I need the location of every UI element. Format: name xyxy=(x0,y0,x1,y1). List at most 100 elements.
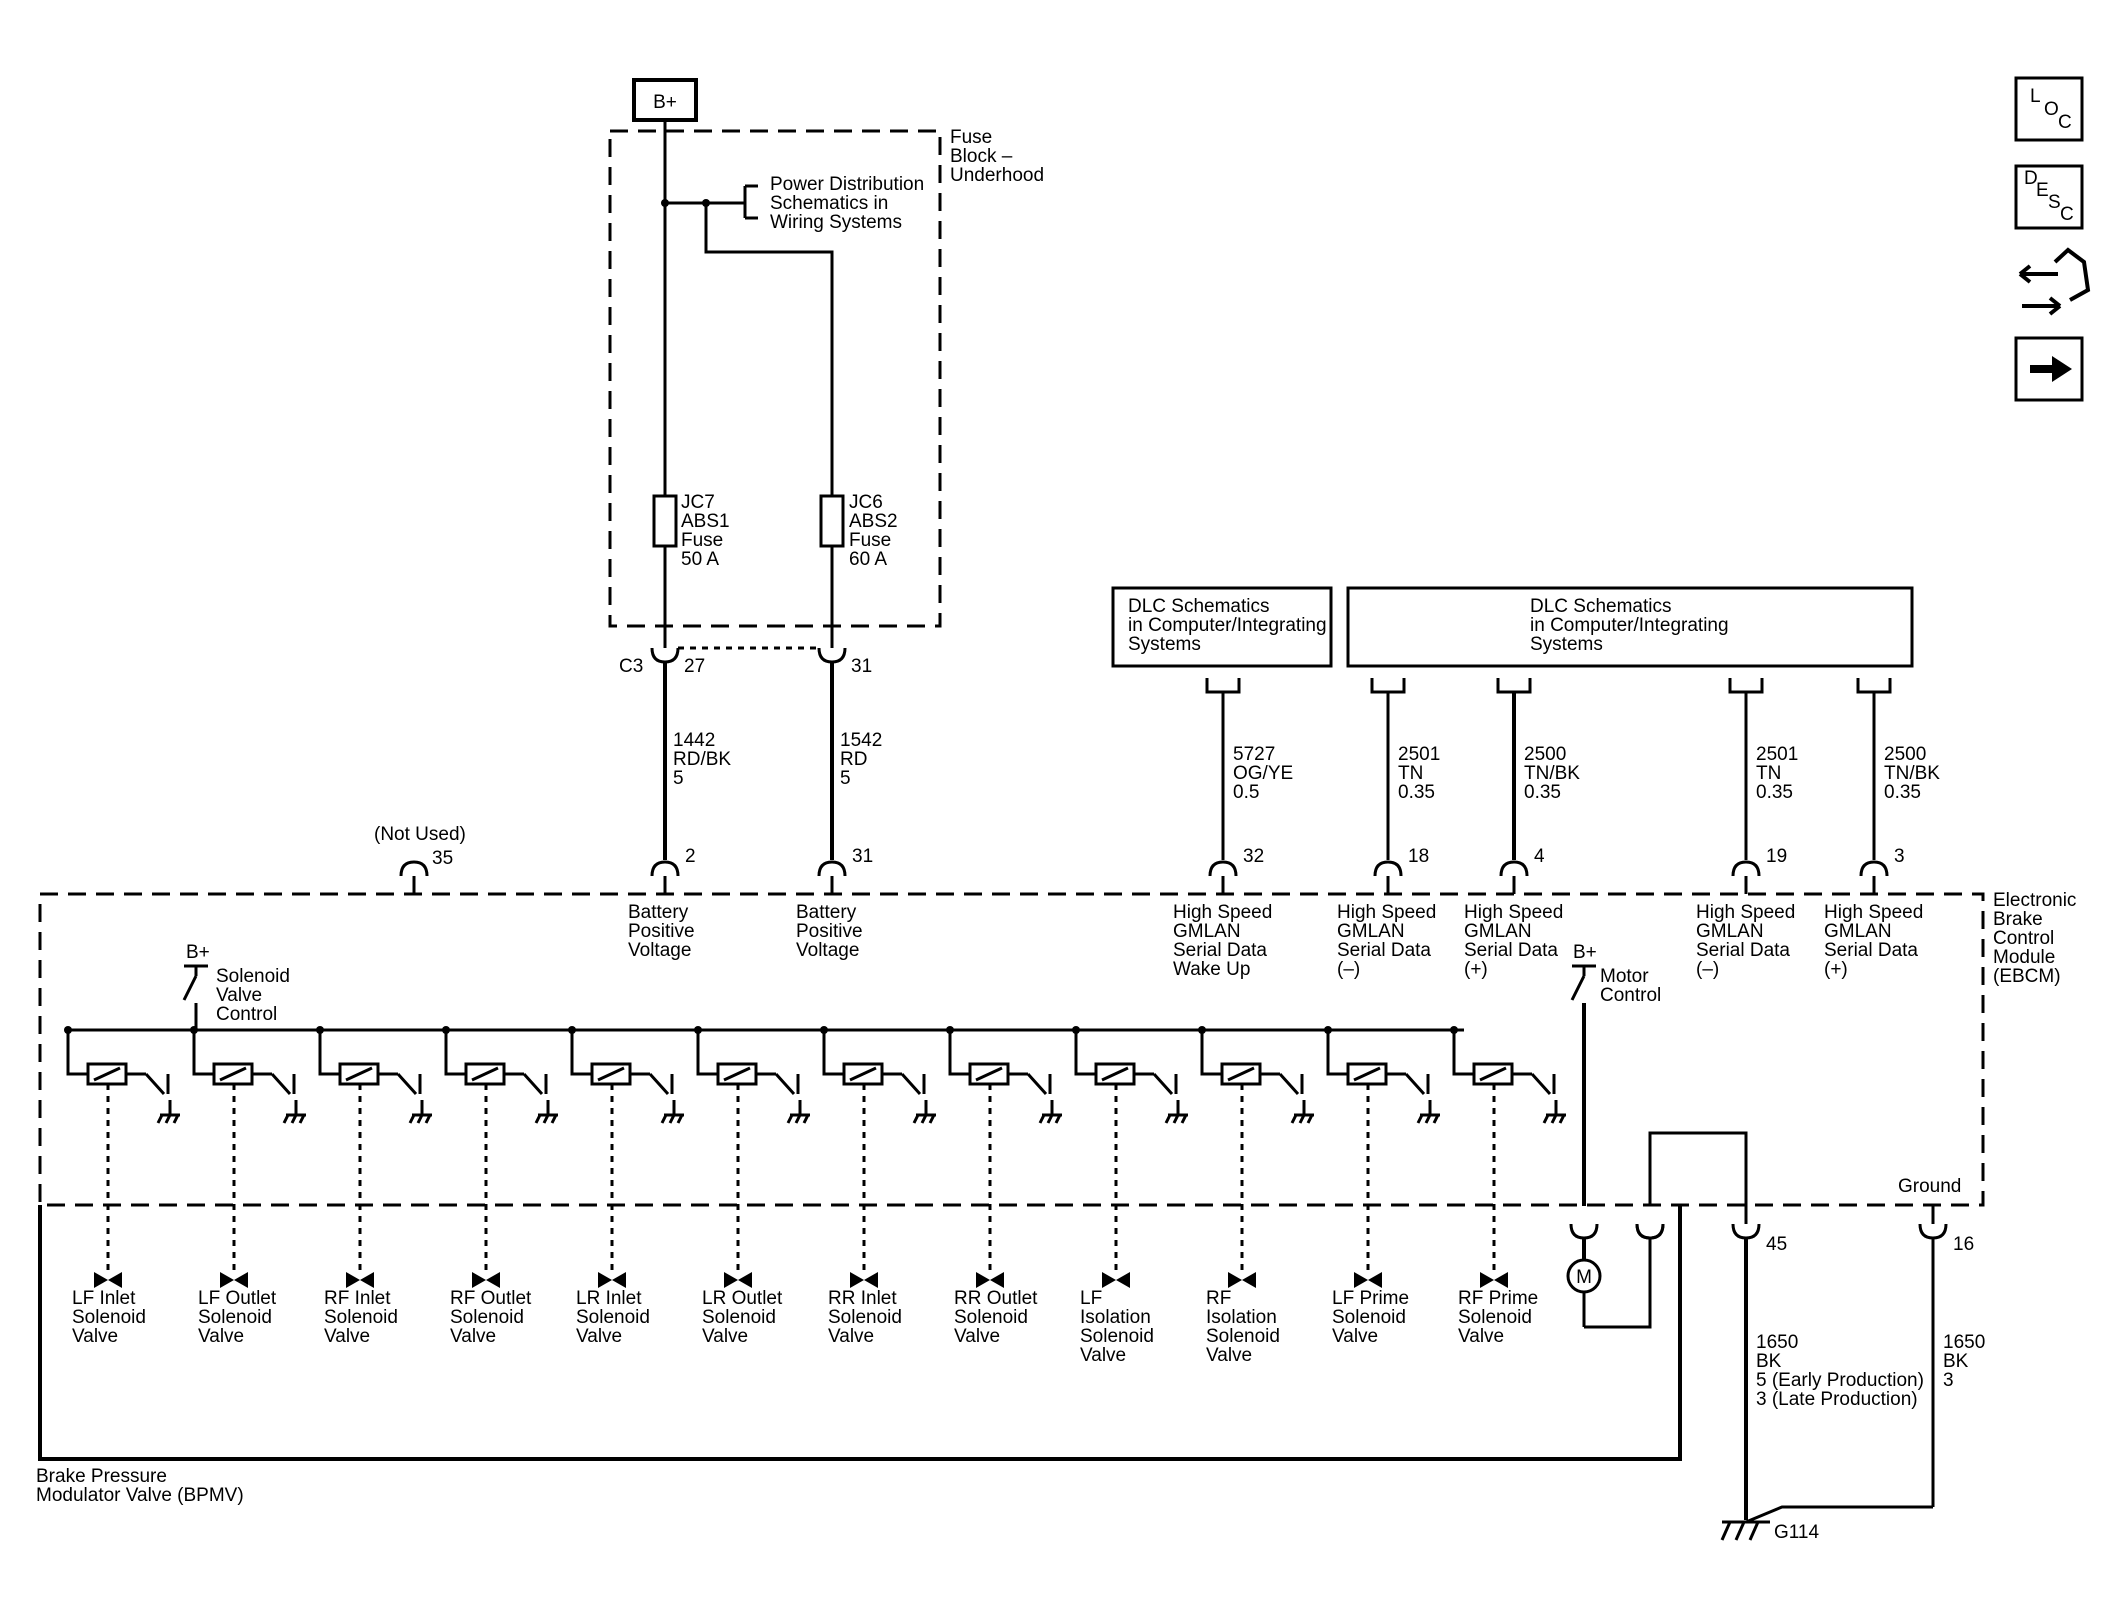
ebcm-pin-3: 3 High Speed GMLAN Serial Data (+) xyxy=(1824,846,1923,980)
solenoid-bplus-label: B+ xyxy=(186,942,210,963)
svg-text:(EBCM): (EBCM) xyxy=(1993,966,2061,987)
svg-text:Module: Module xyxy=(1993,947,2055,968)
fuse-jc6 xyxy=(819,494,845,548)
connector-swap-icon[interactable] xyxy=(2018,247,2091,316)
svg-text:4: 4 xyxy=(1534,846,1545,867)
wire-5727-label: 5727 OG/YE 0.5 xyxy=(1233,744,1293,803)
wire-1650-b-label: 1650 BK 3 xyxy=(1943,1332,1985,1391)
valve-symbol xyxy=(1480,1272,1508,1288)
svg-text:RD: RD xyxy=(840,749,867,770)
svg-text:Motor: Motor xyxy=(1600,966,1649,987)
dlc-box-1-label: DLC Schematics in Computer/Integrating S… xyxy=(1128,596,1327,655)
valve-label: Isolation xyxy=(1080,1307,1151,1328)
svg-text:C: C xyxy=(2058,112,2072,133)
solenoid-cell xyxy=(64,1026,180,1270)
valve-label: Solenoid xyxy=(576,1307,650,1328)
svg-text:0.5: 0.5 xyxy=(1233,782,1259,803)
next-page-button[interactable] xyxy=(2014,336,2084,402)
svg-text:DLC Schematics: DLC Schematics xyxy=(1128,596,1270,617)
svg-text:GMLAN: GMLAN xyxy=(1464,921,1532,942)
not-used-label: (Not Used) xyxy=(374,824,466,845)
svg-text:O: O xyxy=(2044,99,2059,120)
wire-1442-label: 1442 RD/BK 5 xyxy=(673,730,731,789)
valve-label: Valve xyxy=(576,1326,622,1347)
svg-text:TN: TN xyxy=(1398,763,1423,784)
fuse-jc7-label: JC7 ABS1 Fuse 50 A xyxy=(681,492,730,570)
solenoid-cell xyxy=(1450,1026,1566,1270)
description-button[interactable]: D E S C xyxy=(2014,164,2084,230)
svg-text:Serial Data: Serial Data xyxy=(1824,940,1918,961)
valve-label: LR Outlet xyxy=(702,1288,783,1309)
svg-text:2501: 2501 xyxy=(1756,744,1798,765)
feed-wire-abs2 xyxy=(704,203,834,648)
svg-text:S: S xyxy=(2048,192,2061,213)
svg-text:2501: 2501 xyxy=(1398,744,1440,765)
fuse-jc7 xyxy=(652,494,678,548)
svg-text:3 (Late Production): 3 (Late Production) xyxy=(1756,1389,1918,1410)
ebcm-pin-31: 31 Battery Positive Voltage xyxy=(796,846,873,961)
valve-symbol xyxy=(94,1272,122,1288)
svg-text:GMLAN: GMLAN xyxy=(1173,921,1241,942)
solenoid-cell xyxy=(1198,1026,1314,1270)
valve-label: RF Outlet xyxy=(450,1288,532,1309)
svg-text:Serial Data: Serial Data xyxy=(1464,940,1558,961)
valve-label: RF Prime xyxy=(1458,1288,1538,1309)
svg-text:2: 2 xyxy=(685,846,696,867)
svg-text:0.35: 0.35 xyxy=(1398,782,1435,803)
svg-text:Wake Up: Wake Up xyxy=(1173,959,1250,980)
svg-text:Fuse: Fuse xyxy=(681,530,723,551)
svg-text:Valve: Valve xyxy=(216,985,262,1006)
svg-text:High Speed: High Speed xyxy=(1824,902,1923,923)
driver-switch xyxy=(1404,1072,1430,1096)
location-button[interactable]: L O C xyxy=(2014,76,2084,142)
ebcm-label: Electronic Brake Control Module (EBCM) xyxy=(1993,890,2076,987)
driver-switch xyxy=(1026,1072,1052,1096)
valve-label: Valve xyxy=(1458,1326,1504,1347)
wire-2501-b-label: 2501 TN 0.35 xyxy=(1756,744,1798,803)
svg-text:Electronic: Electronic xyxy=(1993,890,2076,911)
svg-text:(+): (+) xyxy=(1464,959,1488,980)
valve-symbol xyxy=(850,1272,878,1288)
valve-label: Valve xyxy=(324,1326,370,1347)
svg-text:Block –: Block – xyxy=(950,146,1013,167)
svg-text:High Speed: High Speed xyxy=(1464,902,1563,923)
svg-text:GMLAN: GMLAN xyxy=(1696,921,1764,942)
driver-switch xyxy=(1152,1072,1178,1096)
svg-text:2500: 2500 xyxy=(1524,744,1566,765)
valve-label: Solenoid xyxy=(198,1307,272,1328)
solenoid-cell xyxy=(694,1026,810,1270)
svg-text:Voltage: Voltage xyxy=(628,940,691,961)
solenoid-row xyxy=(64,1026,1566,1270)
svg-text:Fuse: Fuse xyxy=(950,127,992,148)
svg-text:1650: 1650 xyxy=(1756,1332,1798,1353)
svg-text:TN: TN xyxy=(1756,763,1781,784)
pump-motor-circuit: M xyxy=(1566,1131,1748,1329)
svg-text:Control: Control xyxy=(1600,985,1661,1006)
solenoid-cell xyxy=(442,1026,558,1270)
svg-text:Battery: Battery xyxy=(796,902,857,923)
solenoid-valve-control-switch: B+ Solenoid Valve Control xyxy=(182,942,290,1030)
solenoid-cell xyxy=(946,1026,1062,1270)
svg-text:Control: Control xyxy=(1993,928,2054,949)
valve-label: Solenoid xyxy=(1458,1307,1532,1328)
svg-text:3: 3 xyxy=(1943,1370,1954,1391)
driver-switch xyxy=(774,1072,800,1096)
solenoid-cell xyxy=(1324,1026,1440,1270)
svg-text:C: C xyxy=(2060,204,2074,225)
valve-symbol xyxy=(976,1272,1004,1288)
valve-label: RR Outlet xyxy=(954,1288,1038,1309)
svg-text:in Computer/Integrating: in Computer/Integrating xyxy=(1128,615,1327,636)
ground-g114: G114 xyxy=(1720,1520,1820,1543)
svg-text:60 A: 60 A xyxy=(849,549,887,570)
svg-text:16: 16 xyxy=(1953,1234,1974,1255)
valve-symbol xyxy=(1354,1272,1382,1288)
bpmv-label: Brake Pressure Modulator Valve (BPMV) xyxy=(36,1466,244,1506)
svg-text:GMLAN: GMLAN xyxy=(1337,921,1405,942)
svg-text:1542: 1542 xyxy=(840,730,882,751)
svg-text:TN/BK: TN/BK xyxy=(1884,763,1940,784)
